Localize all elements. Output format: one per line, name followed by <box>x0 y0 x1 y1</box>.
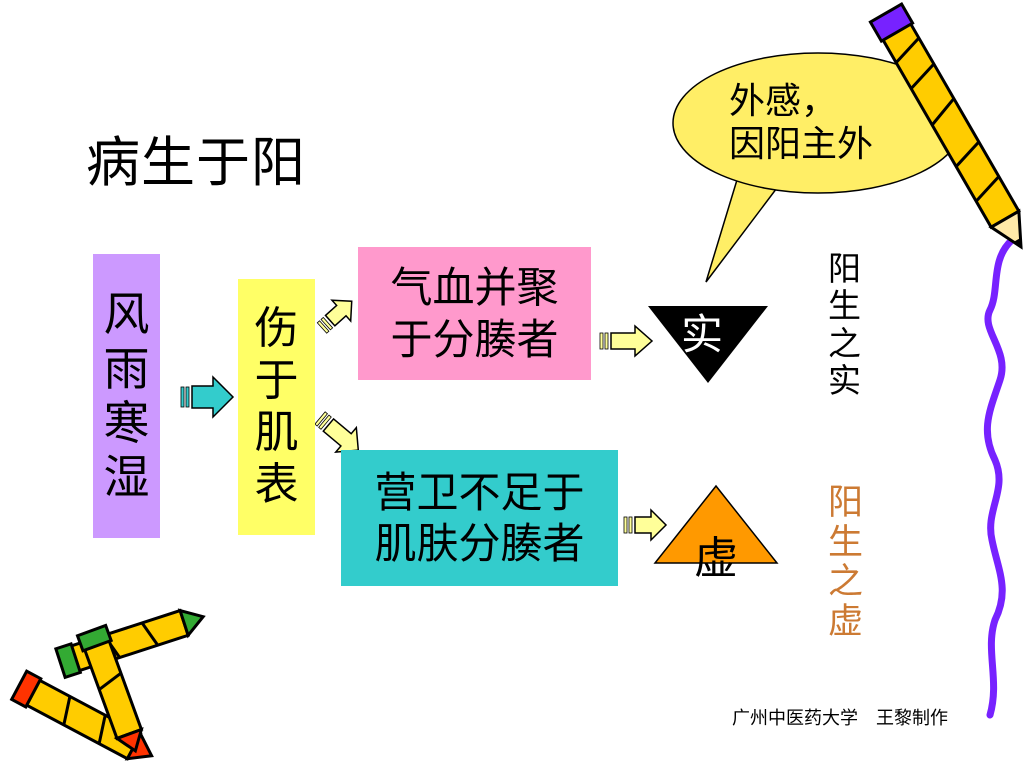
yang-xu-label: 阳 生 之 虚 <box>828 483 864 642</box>
box-line: 于分腠者 <box>390 314 559 364</box>
box-char: 寒 <box>103 396 150 450</box>
xu-triangle <box>653 484 779 564</box>
box-char: 雨 <box>103 341 150 396</box>
label-char: 生 <box>828 522 864 563</box>
bubble-line: 外感， <box>729 81 838 122</box>
label-char: 阳 <box>828 249 861 288</box>
arrow-icon <box>599 324 654 358</box>
box-char: 湿 <box>103 450 150 505</box>
label-char: 之 <box>828 323 861 363</box>
footer-credit: 广州中医药大学 王黎制作 <box>732 708 948 729</box>
wind-rain-cold-damp-box: 风 雨 寒 湿 <box>93 254 160 538</box>
qi-blood-gather-box: 气血并聚 于分腠者 <box>358 247 591 380</box>
injure-muscle-surface-box: 伤 于 肌 表 <box>238 279 315 535</box>
label-char: 虚 <box>828 601 864 642</box>
bubble-line: 因阳主外 <box>729 124 874 166</box>
yang-shi-label: 阳 生 之 实 <box>828 250 861 399</box>
box-line: 营卫不足于 <box>374 467 585 517</box>
box-char: 风 <box>103 287 150 342</box>
page-title: 病生于阳 <box>86 131 306 194</box>
arrow-icon <box>623 508 668 542</box>
box-char: 于 <box>254 355 299 407</box>
shi-triangle <box>648 306 768 383</box>
shi-label: 实 <box>681 310 724 359</box>
arrow-icon <box>180 375 235 419</box>
label-char: 之 <box>828 562 864 603</box>
arrow-icon <box>316 299 353 334</box>
box-char: 表 <box>254 458 299 510</box>
box-line: 肌肤分腠者 <box>374 519 585 568</box>
label-char: 阳 <box>828 483 864 523</box>
box-char: 伤 <box>254 303 299 355</box>
label-char: 生 <box>828 286 861 326</box>
box-char: 肌 <box>254 407 299 458</box>
pencil-icon <box>868 2 1023 250</box>
label-char: 实 <box>828 360 861 400</box>
box-line: 气血并聚 <box>390 263 559 313</box>
xu-label: 虚 <box>694 533 738 584</box>
crayons-icon <box>9 608 206 761</box>
bubble-text: 外感， 因阳主外 <box>729 80 873 166</box>
speech-bubble <box>672 52 964 283</box>
decorative-squiggle <box>983 236 1016 719</box>
ying-wei-deficiency-box: 营卫不足于 肌肤分腠者 <box>341 450 618 586</box>
